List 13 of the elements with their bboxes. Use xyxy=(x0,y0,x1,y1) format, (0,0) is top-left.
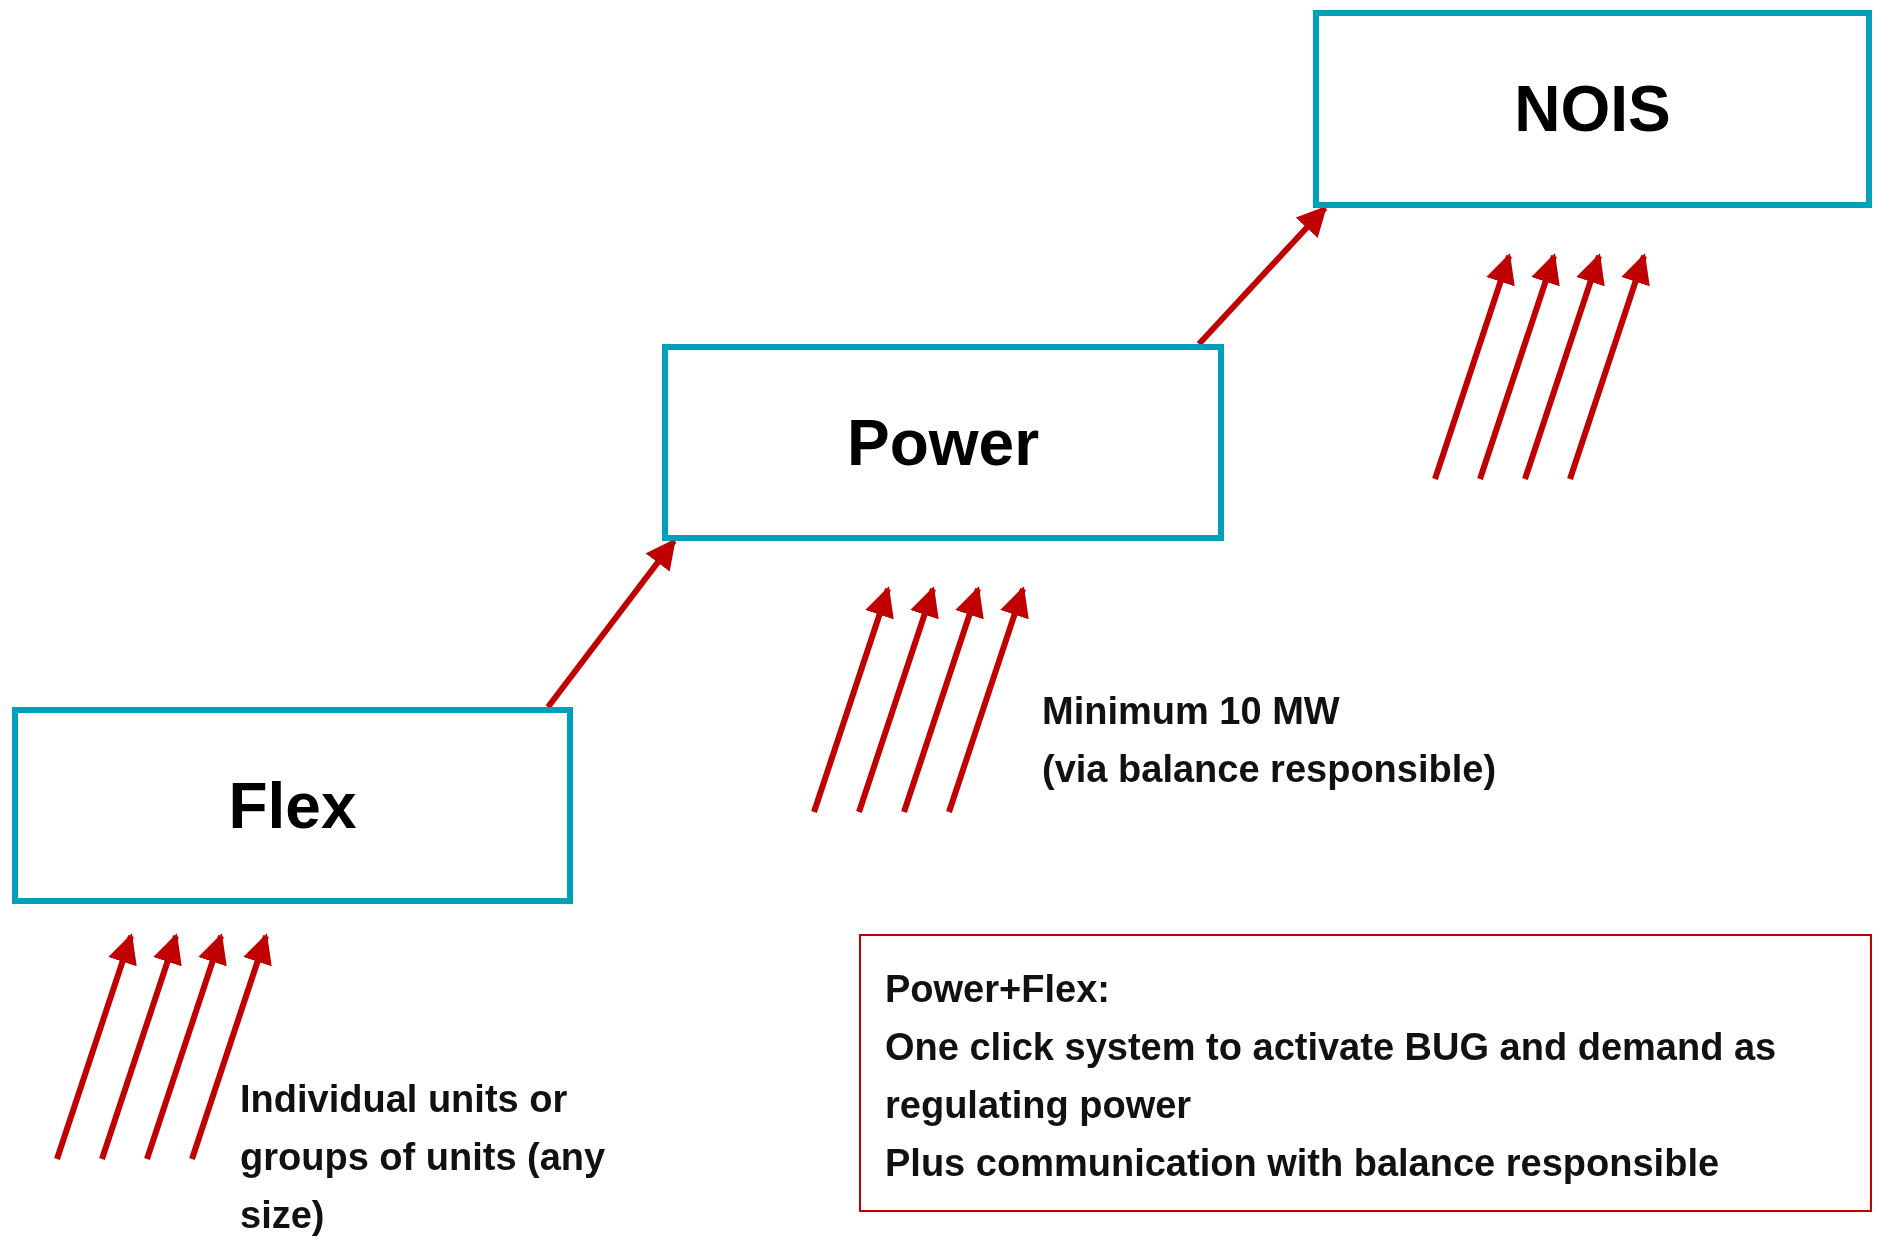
note-text: (via balance responsible) xyxy=(1042,747,1498,792)
note-box xyxy=(859,934,1872,1212)
level-box xyxy=(12,707,573,904)
note-text: One click system to activate BUG and demand as regulating power xyxy=(885,1025,1778,1128)
note-text: Individual units or groups of units (any size) xyxy=(240,1077,607,1238)
note-text: Minimum 10 MW xyxy=(1042,689,1341,734)
note-text: Power+Flex: xyxy=(885,967,1111,1012)
box-title: NOIS xyxy=(1514,72,1671,147)
box-title: Flex xyxy=(228,768,357,844)
level-box xyxy=(662,344,1224,541)
note-text: Plus communication with balance responsible xyxy=(885,1141,1721,1186)
box-title: Power xyxy=(846,405,1040,481)
level-box xyxy=(1313,10,1872,208)
